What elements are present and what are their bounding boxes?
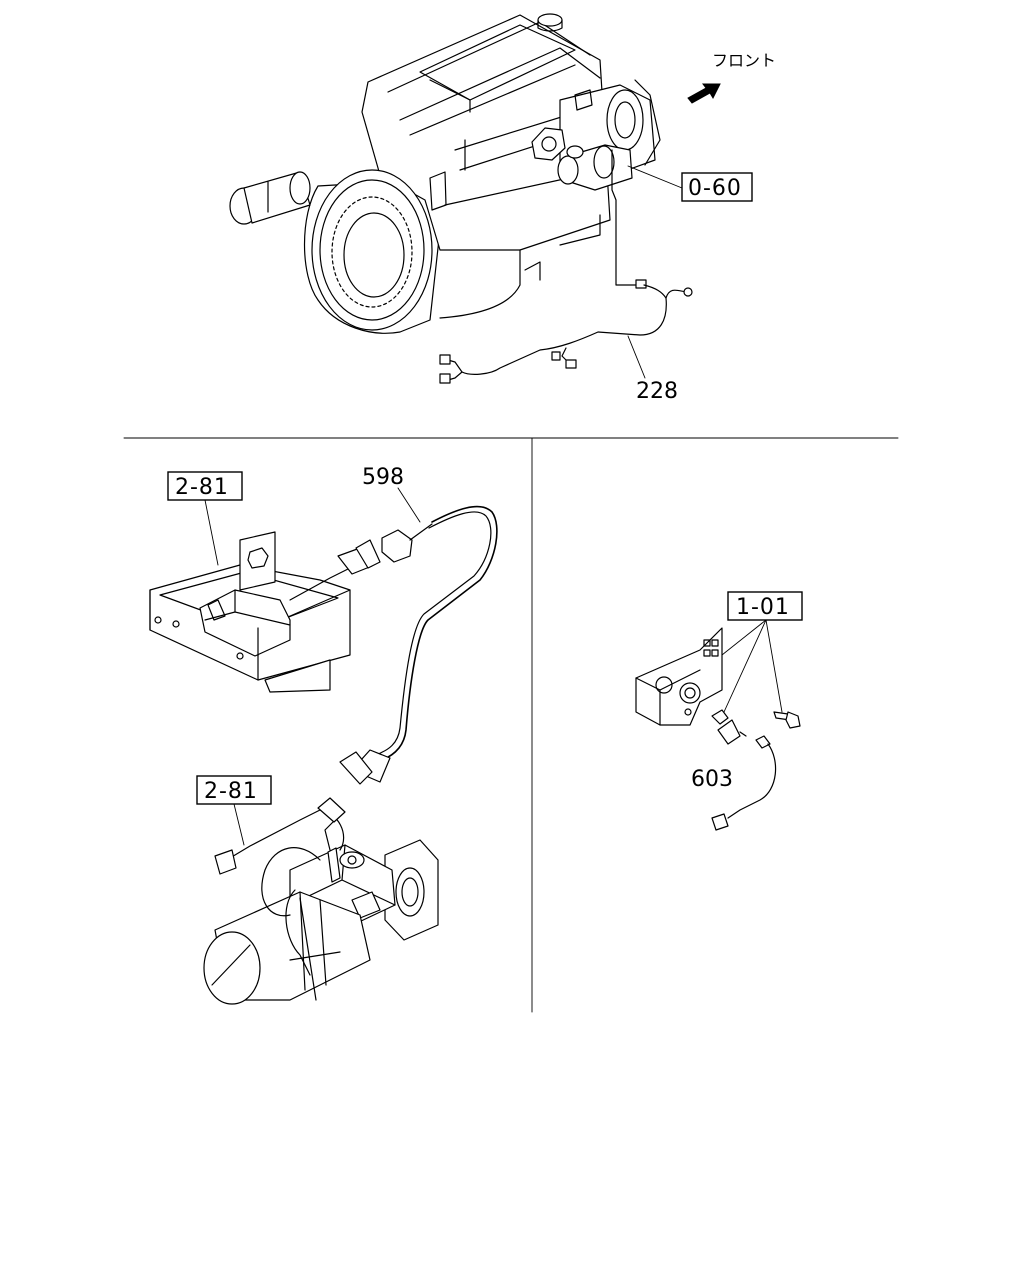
callout-starter-ref-top[interactable]: 2-81 <box>167 471 243 566</box>
engine-illustration <box>229 13 661 334</box>
engine-ref-label: 0-60 <box>688 176 742 201</box>
front-label: フロント <box>712 51 776 70</box>
harness-603-label: 603 <box>691 767 733 792</box>
callout-engine-ref[interactable]: 0-60 <box>627 165 753 202</box>
sensor-bracket-illustration <box>635 627 801 745</box>
starter-ref-bottom-label: 2-81 <box>204 779 258 804</box>
callout-sensor-ref[interactable]: 1-01 <box>687 591 803 713</box>
harness-228-label: 228 <box>636 379 678 404</box>
harness-603: 603 <box>691 735 777 831</box>
front-indicator: フロント <box>687 51 776 104</box>
callout-starter-ref-bottom[interactable]: 2-81 <box>196 775 272 846</box>
front-arrow-icon <box>687 83 721 104</box>
starter-ref-top-label: 2-81 <box>175 475 229 500</box>
starter-relay-bracket <box>149 531 381 693</box>
harness-598: 598 <box>339 465 498 785</box>
sensor-ref-label: 1-01 <box>736 595 790 620</box>
harness-228: 228 <box>439 149 693 404</box>
starter-motor-illustration <box>203 797 439 1005</box>
harness-598-label: 598 <box>362 465 404 490</box>
